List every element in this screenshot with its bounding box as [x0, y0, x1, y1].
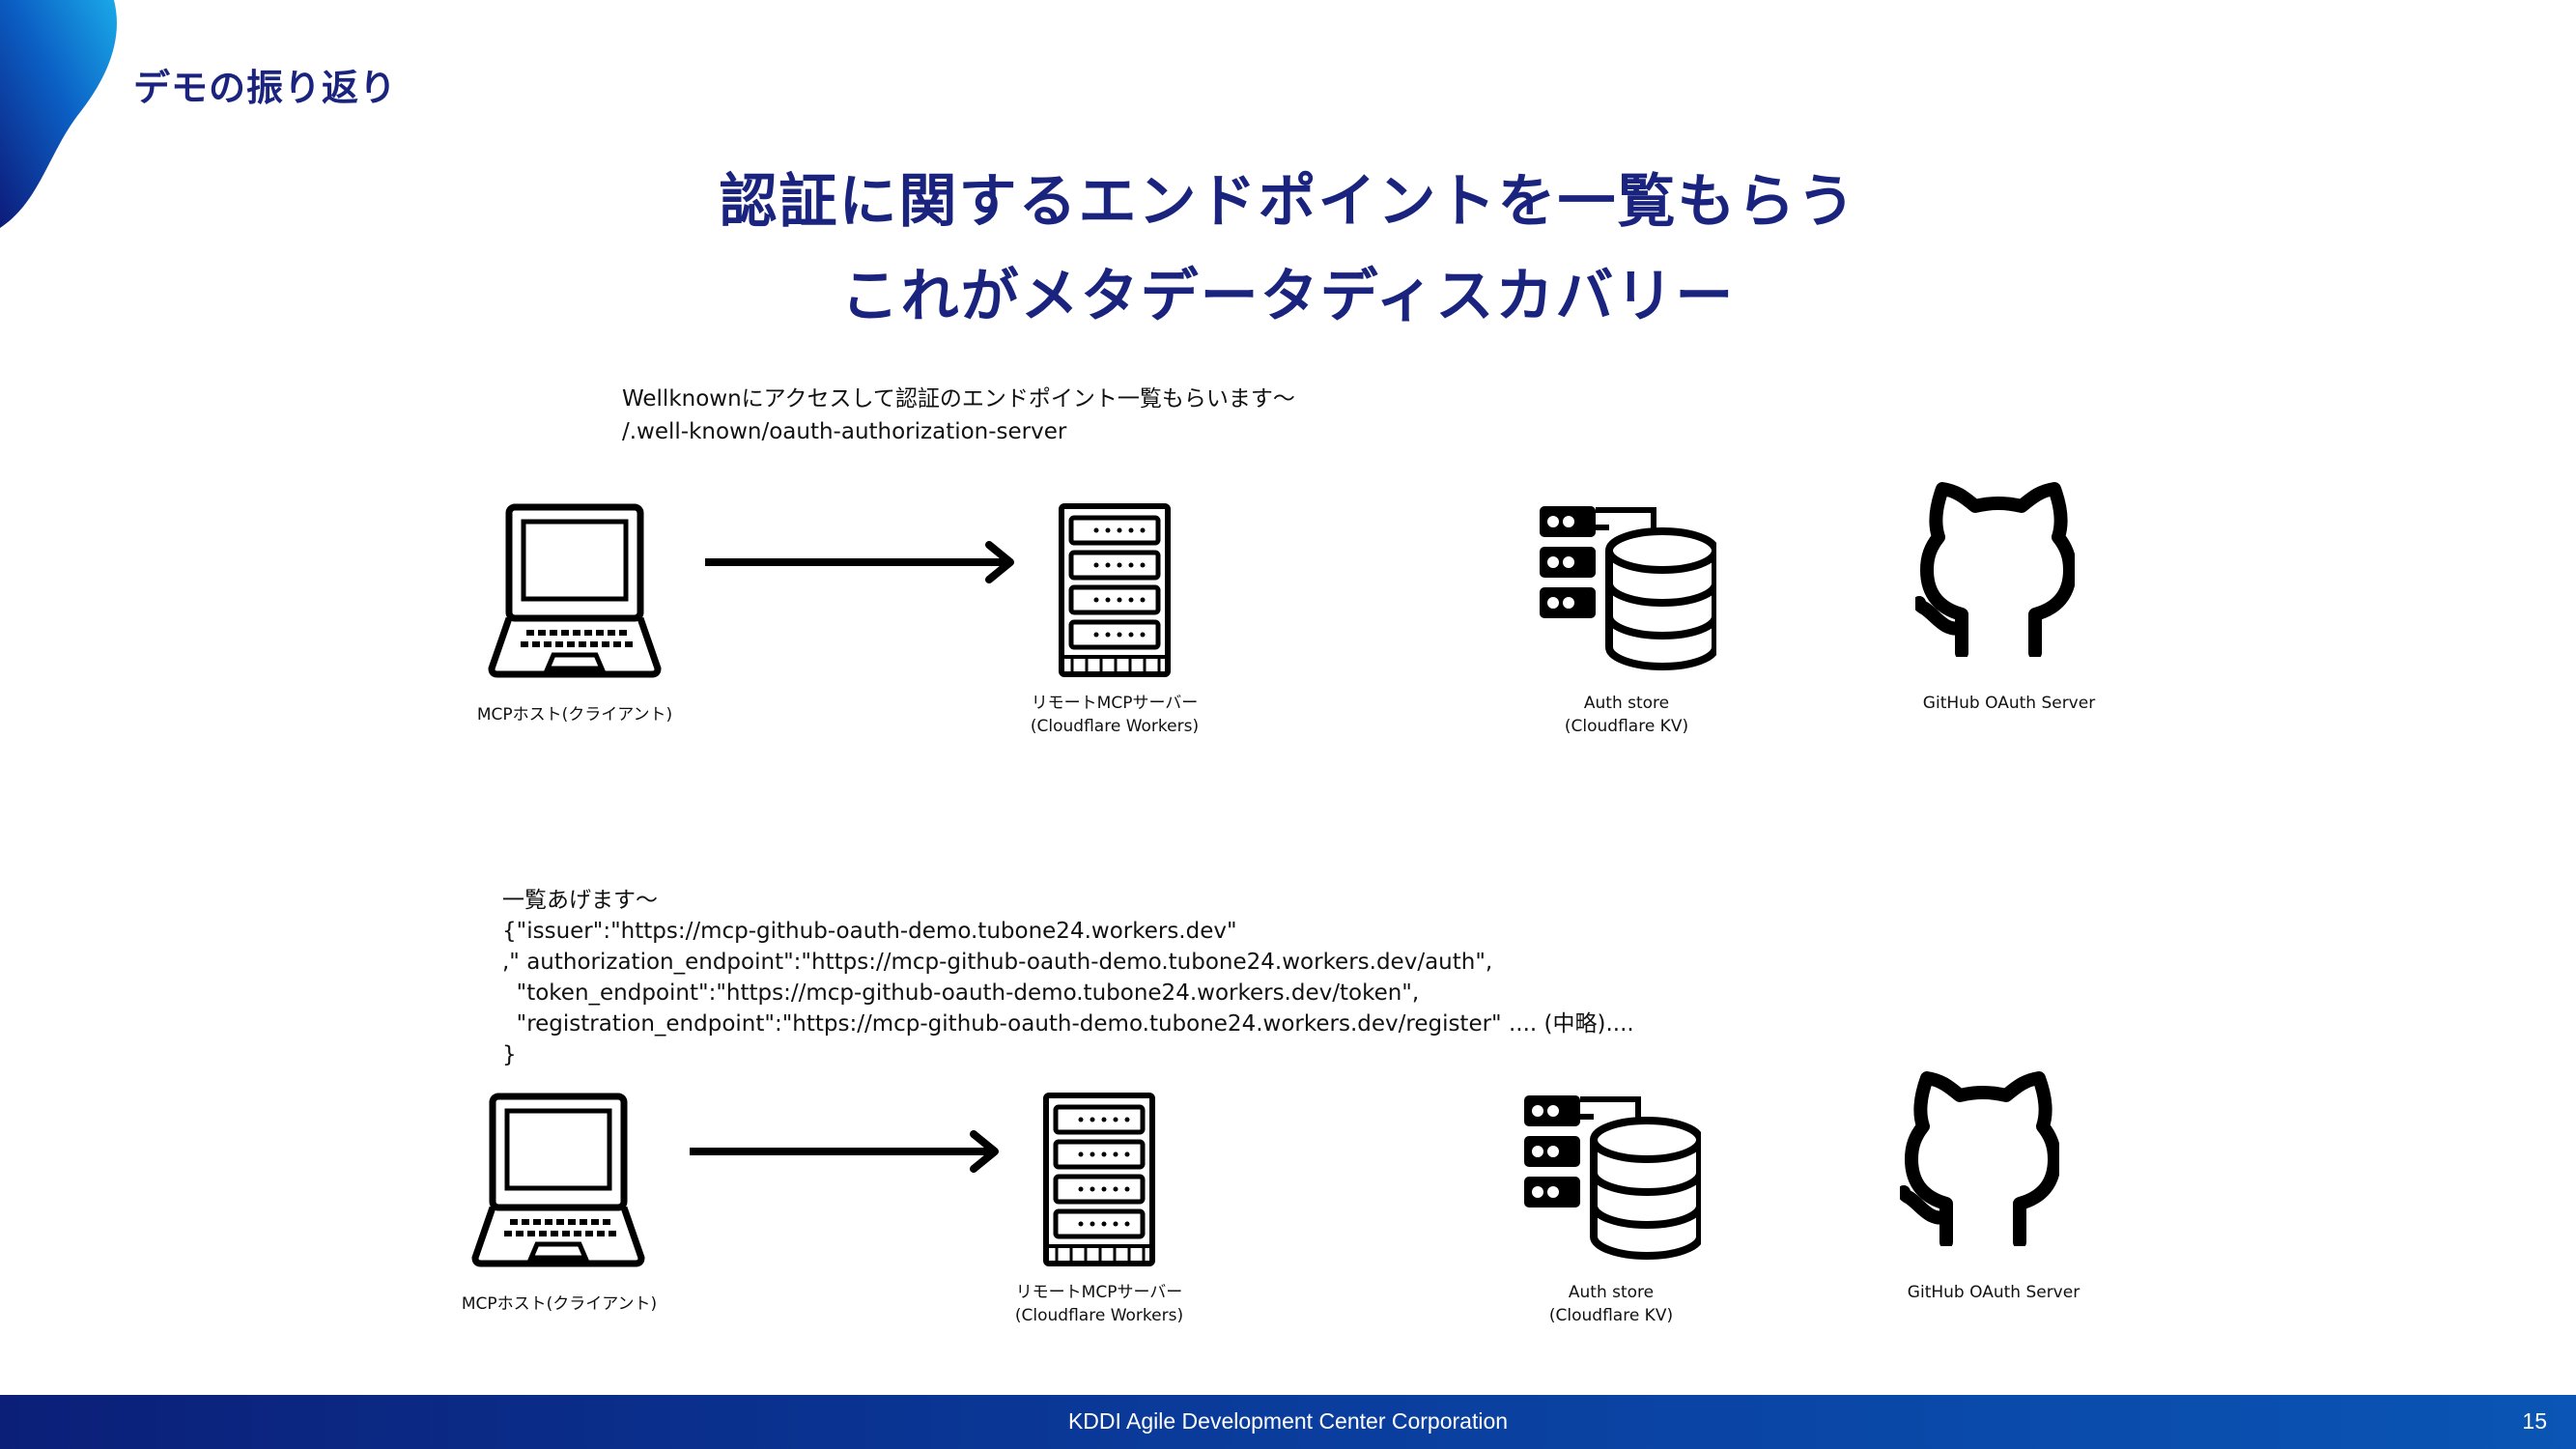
- scene2-store-label-line-1: Auth store: [1568, 1283, 1655, 1302]
- scene1-server-label-line-1: リモートMCPサーバー: [1031, 694, 1199, 713]
- headline-line-2: これがメタデータディスカバリー: [840, 263, 1736, 330]
- scene2-note-line-4: "token_endpoint":"https://mcp-github-oau…: [502, 980, 1420, 1006]
- scene2-server-label-line-1: リモートMCPサーバー: [1015, 1283, 1183, 1302]
- scene2-github-label: GitHub OAuth Server: [1907, 1283, 2081, 1302]
- scene2-note-line-6: }: [502, 1042, 517, 1067]
- scene2-note: 一覧あげます〜 {"issuer":"https://mcp-github-oau…: [502, 885, 1634, 1070]
- scene2-store-label-line-2: (Cloudflare KV): [1548, 1306, 1674, 1325]
- scene2-note-line-5: "registration_endpoint":"https://mcp-git…: [502, 1011, 1634, 1037]
- corner-decoration: [0, 0, 117, 228]
- scene1-server-label-line-2: (Cloudflare Workers): [1030, 717, 1200, 736]
- footer-bar: KDDI Agile Development Center Corporatio…: [0, 1395, 2576, 1449]
- database-server-icon: [1540, 506, 1716, 670]
- scene2-server-label: リモートMCPサーバー (Cloudflare Workers): [1015, 1281, 1183, 1327]
- scene2-note-line-3: ," authorization_endpoint":"https://mcp-…: [502, 950, 1493, 975]
- headline-line-1: 認証に関するエンドポイントを一覧もらう: [719, 168, 1857, 236]
- scene1-server-label: リモートMCPサーバー (Cloudflare Workers): [1031, 692, 1199, 738]
- scene1-host-label: MCPホスト(クライアント): [476, 705, 673, 724]
- scene1-store-label-line-1: Auth store: [1583, 694, 1670, 713]
- scene1-note-line-2: /.well-known/oauth-authorization-server: [622, 419, 1067, 444]
- server-rack-icon: [1059, 503, 1171, 677]
- arrow-right-icon: [690, 1130, 999, 1173]
- scene2-server-label-line-2: (Cloudflare Workers): [1014, 1306, 1184, 1325]
- scene1-store-label-line-2: (Cloudflare KV): [1564, 717, 1689, 736]
- scene2-note-line-2: {"issuer":"https://mcp-github-oauth-demo…: [502, 919, 1237, 944]
- laptop-icon: [488, 503, 662, 678]
- scene2-host-label: MCPホスト(クライアント): [461, 1294, 658, 1314]
- scene1-note: Wellknownにアクセスして認証のエンドポイント一覧もらいます〜 /.well…: [622, 383, 1295, 448]
- github-icon: [1900, 1071, 2059, 1246]
- page-number: 15: [2522, 1408, 2547, 1434]
- database-server-icon: [1524, 1095, 1701, 1260]
- scene1-store-label: Auth store (Cloudflare KV): [1565, 692, 1688, 738]
- scene2-store-label: Auth store (Cloudflare KV): [1549, 1281, 1673, 1327]
- github-icon: [1915, 482, 2075, 657]
- server-rack-icon: [1043, 1093, 1155, 1266]
- arrow-right-icon: [705, 541, 1014, 583]
- scene2-note-line-1: 一覧あげます〜: [502, 888, 658, 913]
- laptop-icon: [471, 1093, 645, 1267]
- scene1-github-label: GitHub OAuth Server: [1922, 694, 2096, 713]
- footer-company: KDDI Agile Development Center Corporatio…: [1067, 1408, 1509, 1434]
- section-title: デモの振り返り: [133, 67, 398, 109]
- scene1-note-line-1: Wellknownにアクセスして認証のエンドポイント一覧もらいます〜: [622, 386, 1295, 412]
